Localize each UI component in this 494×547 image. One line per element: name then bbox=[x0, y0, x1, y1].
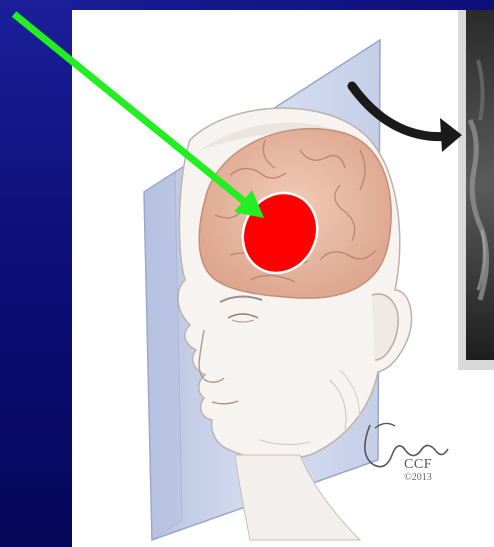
copyright-credit: CCF ©2013 bbox=[388, 458, 448, 483]
credit-text: CCF bbox=[388, 458, 448, 473]
mri-slice-panel bbox=[458, 10, 494, 370]
year-text: ©2013 bbox=[388, 473, 448, 484]
